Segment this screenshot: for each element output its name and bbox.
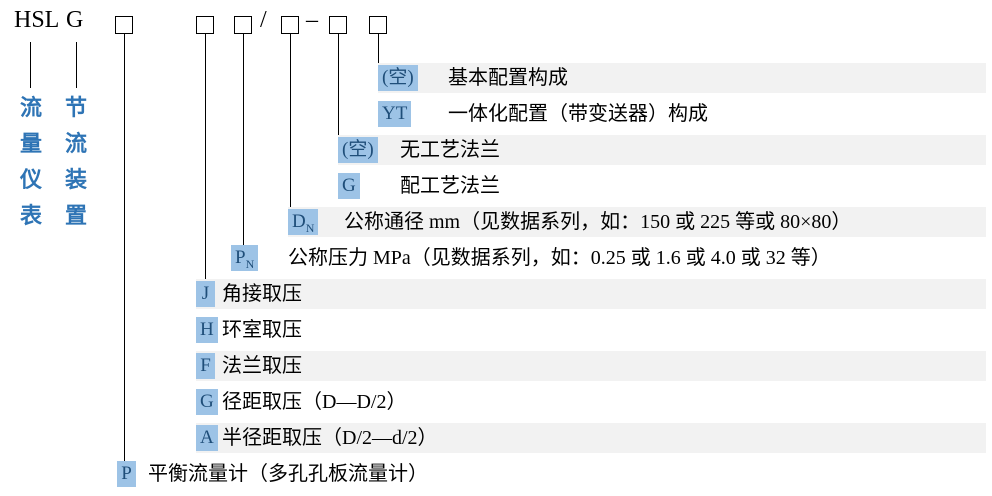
row-description: 一体化配置（带变送器）构成 <box>448 103 708 125</box>
row-description: 配工艺法兰 <box>400 175 500 197</box>
model-prefix: HSL <box>14 7 60 33</box>
side-label-char: 仪 <box>19 167 42 192</box>
row-flange-tap: F 法兰取压 <box>0 348 992 384</box>
row-stripe <box>288 207 986 237</box>
code-badge: (空) <box>338 137 378 163</box>
code-badge: PN <box>231 245 259 271</box>
code-badge: H <box>196 317 218 343</box>
connector-line-box1 <box>124 34 125 461</box>
row-description: 无工艺法兰 <box>400 139 500 161</box>
separator-slash: / <box>260 7 267 33</box>
row-description: 公称压力 MPa（见数据系列，如：0.25 或 1.6 或 4.0 或 32 等… <box>288 247 831 269</box>
code-badge: G <box>196 389 218 415</box>
side-label-throttling-device: 节 流 装 置 <box>63 90 89 234</box>
code-badge: (空) <box>378 65 418 91</box>
row-stripe <box>338 135 986 165</box>
row-stripe <box>378 63 986 93</box>
row-description: 公称通径 mm（见数据系列，如：150 或 225 等或 80×80） <box>344 211 852 233</box>
row-stripe <box>196 351 986 381</box>
connector-line-box4 <box>290 34 291 209</box>
row-description: 径距取压（D—D/2） <box>222 391 407 413</box>
code-badge: P <box>117 461 136 487</box>
row-stripe <box>196 279 986 309</box>
connector-line-box6 <box>378 34 379 65</box>
code-badge: G <box>338 173 360 199</box>
code-badge: YT <box>378 101 412 127</box>
connector-line-prefix <box>30 42 31 88</box>
row-description: 角接取压 <box>222 283 302 305</box>
model-code-box-4 <box>281 16 299 34</box>
row-with-process-flange: G 配工艺法兰 <box>0 168 992 204</box>
row-no-process-flange: (空) 无工艺法兰 <box>0 132 992 168</box>
row-basic-config: (空) 基本配置构成 <box>0 60 992 96</box>
code-badge: A <box>196 425 218 451</box>
row-stripe <box>196 423 986 453</box>
side-label-char: 装 <box>64 167 87 192</box>
code-badge: DN <box>288 209 319 235</box>
model-suffix-g: G <box>66 7 84 33</box>
row-description: 半径距取压（D/2—d/2） <box>222 427 438 449</box>
row-integrated-config: YT 一体化配置（带变送器）构成 <box>0 96 992 132</box>
row-radius-tap: G 径距取压（D—D/2） <box>0 384 992 420</box>
row-description: 法兰取压 <box>222 355 302 377</box>
model-code-box-2 <box>196 16 214 34</box>
row-corner-tap: J 角接取压 <box>0 276 992 312</box>
side-label-char: 量 <box>19 131 42 156</box>
side-label-char: 置 <box>64 203 87 228</box>
model-code-box-3 <box>234 16 252 34</box>
connector-line-box3 <box>243 34 244 245</box>
side-label-char: 表 <box>19 203 42 228</box>
model-code-box-5 <box>329 16 347 34</box>
side-label-char: 节 <box>64 95 87 120</box>
code-badge: J <box>196 281 215 307</box>
connector-line-suffix <box>76 42 77 88</box>
connector-line-box5 <box>338 34 339 137</box>
side-label-flow-meter: 流 量 仪 表 <box>18 90 44 234</box>
row-balanced-flowmeter: P 平衡流量计（多孔孔板流量计） <box>0 456 992 492</box>
side-label-char: 流 <box>64 131 87 156</box>
row-nominal-diameter: DN 公称通径 mm（见数据系列，如：150 或 225 等或 80×80） <box>0 204 992 240</box>
model-code-box-6 <box>369 16 387 34</box>
row-half-radius-tap: A 半径距取压（D/2—d/2） <box>0 420 992 456</box>
model-code-box-1 <box>115 16 133 34</box>
separator-dash: – <box>306 7 318 33</box>
code-badge: F <box>196 353 215 379</box>
row-description: 平衡流量计（多孔孔板流量计） <box>148 463 428 485</box>
row-nominal-pressure: PN 公称压力 MPa（见数据系列，如：0.25 或 1.6 或 4.0 或 3… <box>0 240 992 276</box>
row-ring-chamber-tap: H 环室取压 <box>0 312 992 348</box>
connector-line-box2 <box>205 34 206 281</box>
row-description: 基本配置构成 <box>448 67 568 89</box>
side-label-char: 流 <box>19 95 42 120</box>
row-description: 环室取压 <box>222 319 302 341</box>
